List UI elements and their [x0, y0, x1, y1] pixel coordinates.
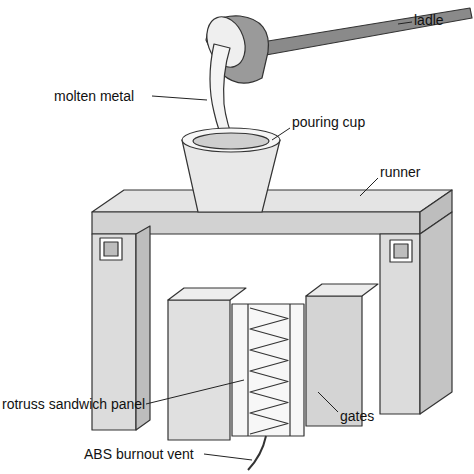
part-label: rotruss sandwich panel	[2, 396, 145, 412]
part-label: gates	[340, 408, 374, 424]
part-label: pouring cup	[292, 114, 365, 130]
part-label: runner	[380, 164, 420, 180]
part-label: ladle	[414, 12, 444, 28]
part-label: ABS burnout vent	[84, 446, 194, 462]
part-label: molten metal	[54, 88, 134, 104]
